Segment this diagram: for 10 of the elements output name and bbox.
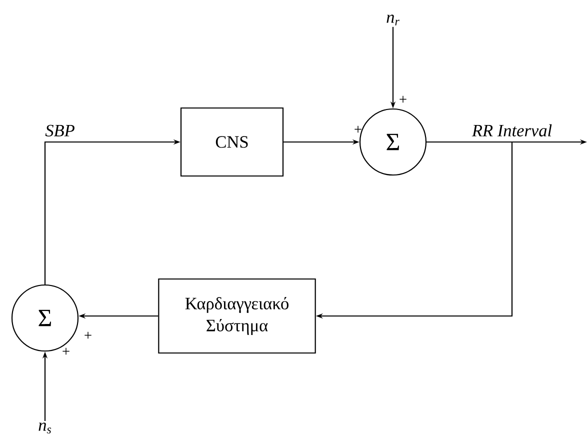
process-box: CNS: [180, 107, 284, 177]
sign-label: +: [354, 126, 362, 133]
sign-label: +: [400, 96, 406, 103]
input-label: n$_{s}$: [38, 422, 52, 434]
input-label: n$_{r}$: [386, 14, 400, 26]
edge-label: RR Interval: [472, 124, 552, 136]
process-box: Καρδιαγγειακό Σύστημα: [158, 278, 316, 354]
summing-junction: Σ: [359, 108, 427, 176]
sign-label: +: [62, 348, 70, 355]
edge-label: SBP: [45, 124, 74, 136]
